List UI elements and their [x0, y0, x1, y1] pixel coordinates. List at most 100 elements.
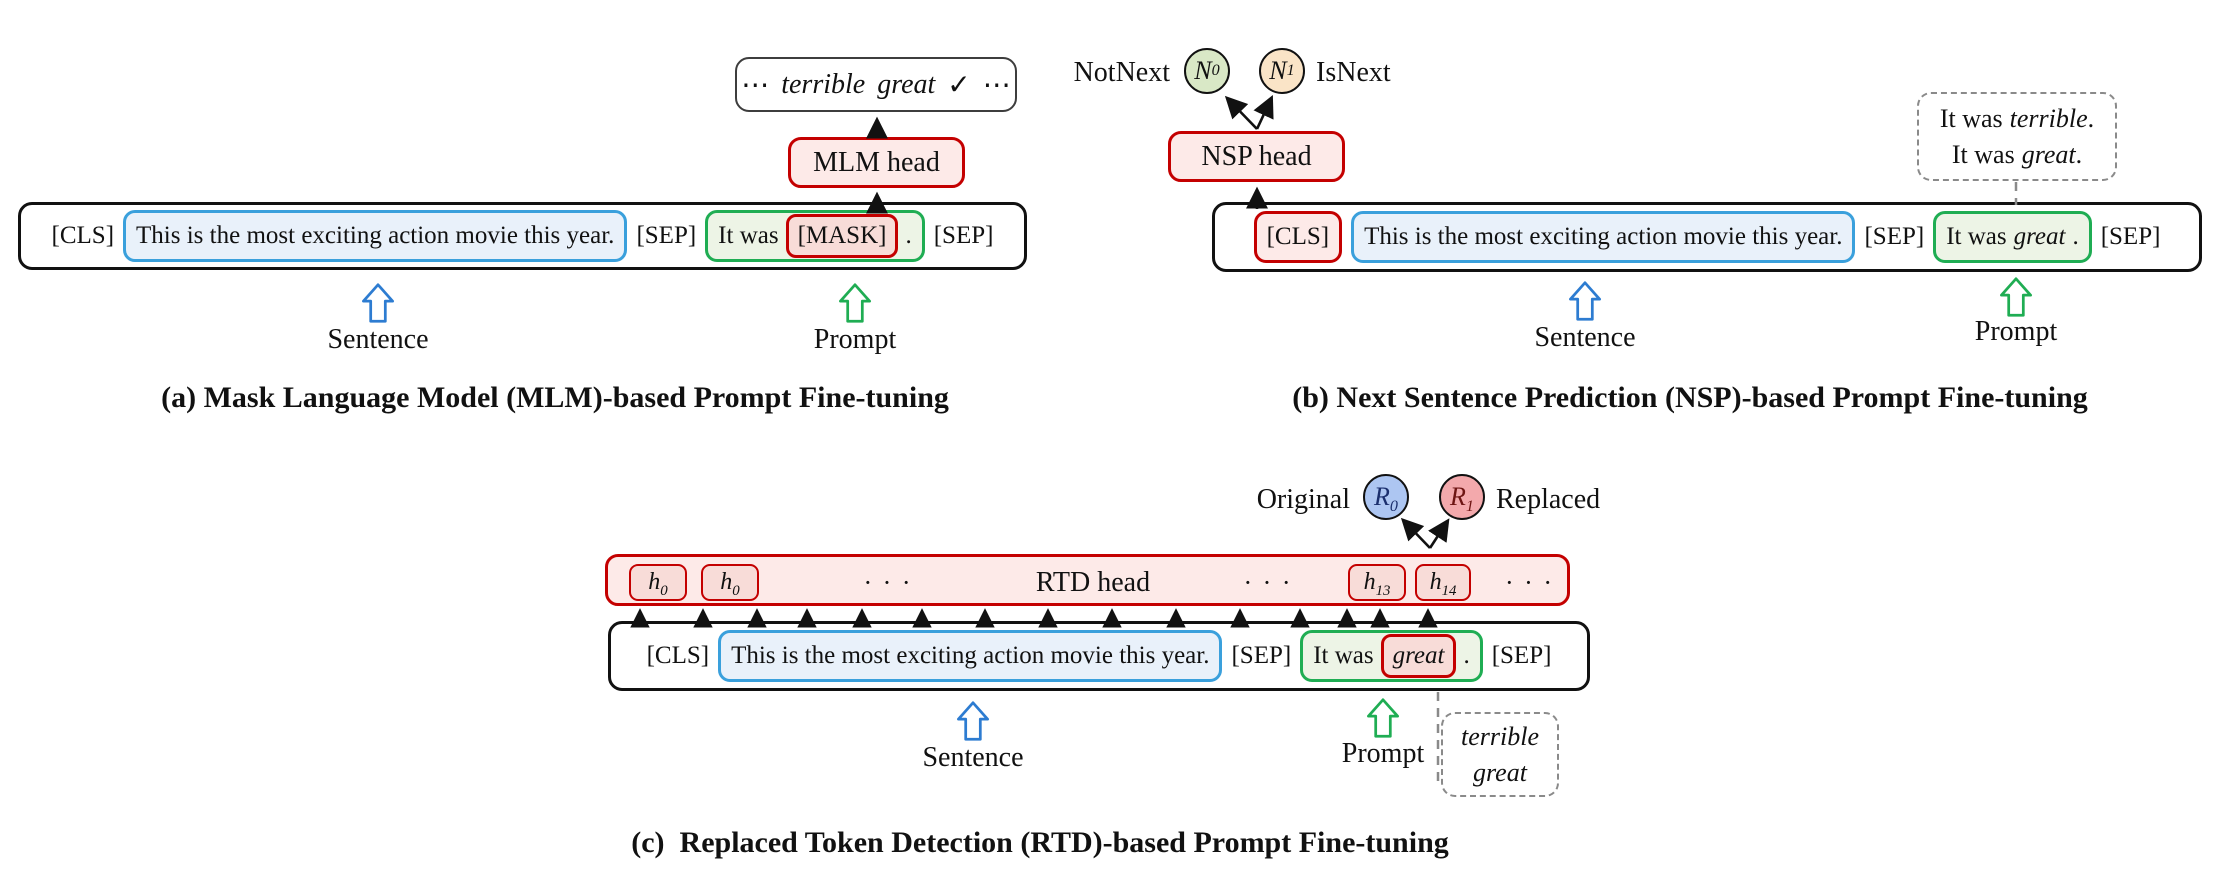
r0-node: R0 [1363, 474, 1409, 520]
vocab-word-terrible: terrible [781, 68, 866, 100]
ellipsis-right: ⋯ [982, 69, 1011, 101]
prompt-word-great: great [2013, 223, 2066, 250]
r0-subscript: 0 [1389, 498, 1398, 516]
replaced-label: Replaced [1496, 484, 1601, 515]
input-sequence-b: [CLS] This is the most exciting action m… [1212, 202, 2202, 272]
notnext-label: NotNext [1073, 57, 1170, 88]
panel-c-classifier-arrows [1400, 517, 1450, 549]
check-icon: ✓ [947, 69, 971, 101]
cls-token-box: [CLS] [1253, 211, 1343, 263]
sentence-segment: This is the most exciting action movie t… [718, 630, 1223, 682]
prompt-up-arrow-icon [839, 283, 871, 323]
sentence-segment: This is the most exciting action movie t… [1351, 211, 1856, 263]
sentence-label-a: Sentence [327, 324, 429, 355]
prompt-up-arrow-icon [2000, 277, 2032, 317]
sep-token: [SEP] [933, 222, 994, 249]
input-sequence-a: [CLS] This is the most exciting action m… [18, 202, 1027, 270]
hidden-state-h0: h0 [701, 564, 759, 601]
rtd-head-box: h0 h0 · · · RTD head · · · h13 h14 · · · [605, 554, 1570, 606]
candidate-word-terrible: terrible [2009, 104, 2088, 134]
sep-token: [SEP] [1231, 642, 1292, 669]
hidden-state-h13: h13 [1348, 564, 1406, 601]
prompt-label-b: Prompt [1974, 316, 2058, 347]
candidate-suffix: . [2075, 139, 2083, 169]
sentence-up-arrow-icon [362, 283, 394, 323]
h-subscript: 13 [1375, 582, 1391, 599]
vocab-word-great: great [877, 68, 936, 100]
n1-letter: N [1269, 56, 1287, 85]
caption-b: (b) Next Sentence Prediction (NSP)-based… [1292, 381, 2088, 414]
mlm-vocab-output-box: ⋯ terrible great ✓ ⋯ [735, 57, 1017, 112]
candidate-prefix: It was [1939, 104, 2003, 134]
h-letter: h [1363, 569, 1376, 595]
sep-token: [SEP] [636, 222, 697, 249]
sentence-segment: This is the most exciting action movie t… [123, 210, 628, 262]
cls-token: [CLS] [51, 222, 115, 249]
rtd-head-label: RTD head [1035, 567, 1151, 598]
sep-token: [SEP] [1864, 223, 1925, 250]
replaced-token-box: great [1380, 634, 1457, 678]
prompt-segment: It was great . [1300, 630, 1483, 682]
n0-letter: N [1194, 56, 1212, 85]
ellipsis: · · · [863, 568, 913, 597]
h-subscript: 14 [1441, 582, 1457, 599]
hidden-state-h0: h0 [629, 564, 687, 601]
prompt-prefix: It was [718, 222, 779, 249]
prompt-prefix: It was [1313, 642, 1374, 669]
prompt-up-arrow-icon [1367, 698, 1399, 738]
sep-token: [SEP] [2100, 223, 2161, 250]
sep-token: [SEP] [1491, 642, 1552, 669]
candidate-word-great: great [1473, 757, 1527, 787]
panel-c-token-arrows [630, 608, 1438, 628]
prompt-suffix: . [2072, 223, 2079, 250]
sentence-text: This is the most exciting action movie t… [136, 222, 615, 249]
r1-subscript: 1 [1465, 498, 1474, 516]
ellipsis: · · · [1505, 568, 1554, 597]
nsp-head-box: NSP head [1168, 131, 1345, 182]
r1-node: R1 [1439, 474, 1485, 520]
caption-a: (a) Mask Language Model (MLM)-based Prom… [161, 381, 949, 414]
cls-token: [CLS] [1266, 223, 1330, 250]
r0-letter: R [1374, 482, 1390, 511]
candidate-suffix: . [2087, 104, 2095, 134]
h-letter: h [1429, 569, 1442, 595]
mask-token: [MASK] [797, 222, 887, 249]
mlm-head-label: MLM head [813, 146, 940, 178]
caption-c: (c) Replaced Token Detection (RTD)-based… [631, 826, 1449, 859]
h-letter: h [648, 569, 661, 595]
prompt-segment: It was [MASK] . [705, 210, 925, 262]
nsp-head-label: NSP head [1201, 140, 1312, 172]
candidate-word-great: great [2021, 139, 2076, 169]
sentence-text: This is the most exciting action movie t… [731, 642, 1210, 669]
sentence-label-c: Sentence [922, 742, 1024, 773]
replaced-word-great: great [1392, 642, 1445, 669]
h-subscript: 0 [660, 582, 668, 599]
mlm-head-box: MLM head [788, 137, 965, 188]
mask-token-box: [MASK] [785, 214, 899, 258]
input-sequence-c: [CLS] This is the most exciting action m… [608, 621, 1590, 691]
prompt-label-c: Prompt [1341, 738, 1425, 769]
h-subscript: 0 [732, 582, 740, 599]
original-label: Original [1256, 484, 1350, 515]
prompt-segment: It was great. [1933, 211, 2092, 263]
prompt-label-a: Prompt [813, 324, 897, 355]
candidate-word-terrible: terrible [1461, 722, 1539, 752]
h-letter: h [720, 569, 733, 595]
sentence-up-arrow-icon [957, 701, 989, 741]
sentence-label-b: Sentence [1534, 322, 1636, 353]
ellipsis-left: ⋯ [741, 69, 770, 101]
ellipsis: · · · [1243, 568, 1293, 597]
candidate-prefix: It was [1951, 139, 2015, 169]
sentence-up-arrow-icon [1569, 281, 1601, 321]
r1-letter: R [1450, 482, 1466, 511]
prompt-prefix: It was [1946, 223, 2007, 250]
sentence-text: This is the most exciting action movie t… [1364, 223, 1843, 250]
hidden-state-h14: h14 [1415, 564, 1471, 601]
